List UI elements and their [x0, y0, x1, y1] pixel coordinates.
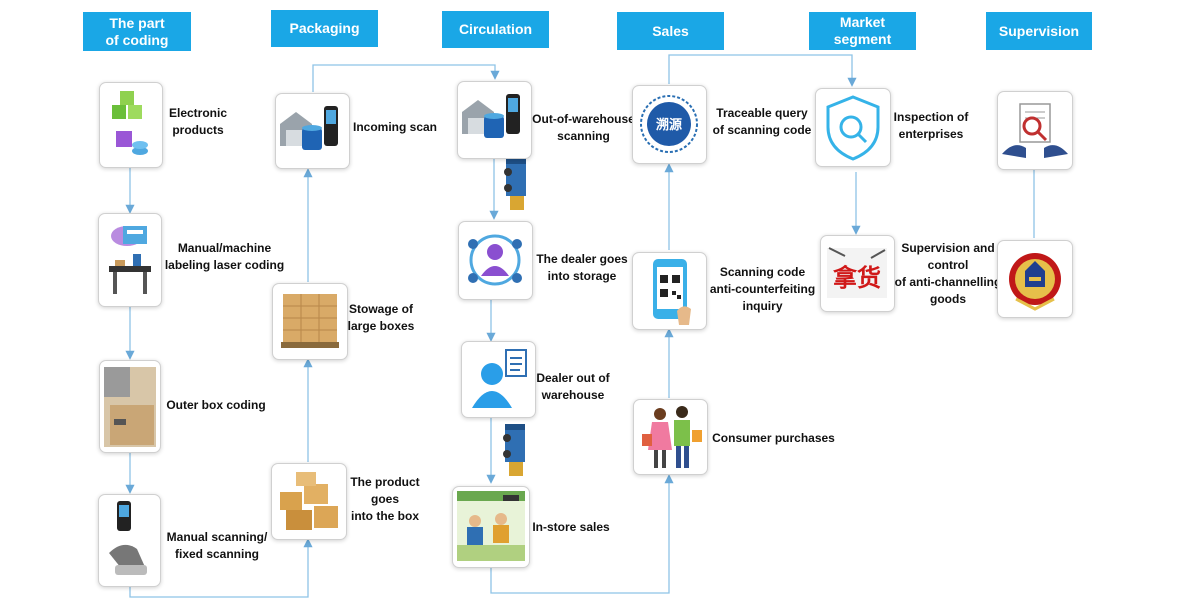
label-instore-sales: In-store sales [532, 520, 610, 534]
node-manual-scanning [98, 494, 161, 587]
node-supervision-emblem [997, 240, 1073, 318]
node-labeling [98, 213, 162, 307]
header-sales: Sales [617, 12, 724, 50]
cubes-icon [112, 91, 148, 155]
label-outer-box: Outer box coding [166, 398, 266, 412]
svg-text:溯源: 溯源 [656, 117, 682, 133]
labeling-machine-icon [109, 226, 151, 294]
node-electronic-products [99, 82, 163, 168]
node-stowage [272, 283, 348, 360]
node-anti-channelling: 拿货 [820, 235, 895, 312]
shield-search-icon [826, 95, 880, 161]
arrow-instore-to-consumer [490, 474, 674, 594]
label-stowage: Stowage of large boxes [347, 302, 415, 333]
node-out-of-warehouse [457, 81, 532, 159]
node-anti-counterfeit [632, 252, 707, 330]
magnifier-document-icon [1002, 103, 1068, 158]
header-packaging: Packaging [271, 10, 378, 47]
label-inspection: Inspection of enterprises [893, 110, 969, 141]
node-instore-sales [452, 486, 530, 568]
shoppers-icon [642, 406, 702, 468]
label-anti-counterfeit: Scanning code anti-counterfeiting inquir… [709, 265, 816, 313]
header-market-segment: Market segment [809, 12, 916, 50]
store-icon [457, 491, 525, 561]
dealer-document-icon [472, 349, 527, 408]
label-dealer-storage: The dealer goes into storage [536, 252, 628, 283]
label-incoming-scan: Incoming scan [352, 120, 438, 134]
boxes-icon [280, 472, 338, 530]
label-manual-scanning: Manual scanning/ fixed scanning [166, 530, 268, 561]
arrow-scan-to-productbox [129, 538, 313, 598]
node-outer-box [99, 360, 161, 453]
arrow-incoming-to-outwarehouse [312, 64, 500, 92]
label-dealer-out: Dealer out of warehouse [536, 371, 610, 402]
trace-seal-icon: 溯源 [640, 95, 698, 153]
label-product-into-box: The product goes into the box [350, 475, 420, 523]
node-product-into-box [271, 463, 347, 540]
emblem-icon [1009, 253, 1061, 311]
dealer-network-icon [468, 234, 522, 286]
pallet-icon [281, 294, 339, 348]
node-supervision-inspect [997, 91, 1073, 170]
svg-text:拿货: 拿货 [833, 264, 881, 292]
truck-icon [502, 158, 532, 214]
node-incoming-scan [275, 93, 350, 169]
label-labeling: Manual/machine labeling laser coding [164, 241, 285, 272]
node-inspection [815, 88, 891, 167]
node-consumer-purchases [633, 399, 708, 475]
node-dealer-out [461, 341, 536, 418]
header-supervision: Supervision [986, 12, 1092, 50]
node-traceable-query: 溯源 [632, 85, 707, 164]
label-traceable-query: Traceable query of scanning code [712, 106, 812, 137]
node-dealer-storage [458, 221, 533, 300]
truck-icon [501, 424, 531, 480]
label-out-of-warehouse: Out-of-warehouse scanning [532, 112, 635, 143]
label-electronic-products: Electronic products [168, 106, 228, 137]
label-consumer-purchases: Consumer purchases [712, 431, 835, 445]
scanner-icon [109, 501, 147, 575]
fake-goods-icon: 拿货 [827, 247, 887, 298]
header-coding: The part of coding [83, 12, 191, 51]
warehouse-scan-icon [280, 106, 338, 150]
label-anti-channelling: Supervision and control of anti-channell… [894, 241, 1002, 306]
arrow-traceable-to-inspection [668, 54, 857, 87]
box-coding-icon [104, 367, 156, 447]
qr-phone-icon [653, 259, 691, 325]
header-circulation: Circulation [442, 11, 549, 48]
warehouse-scan-icon [462, 94, 520, 138]
